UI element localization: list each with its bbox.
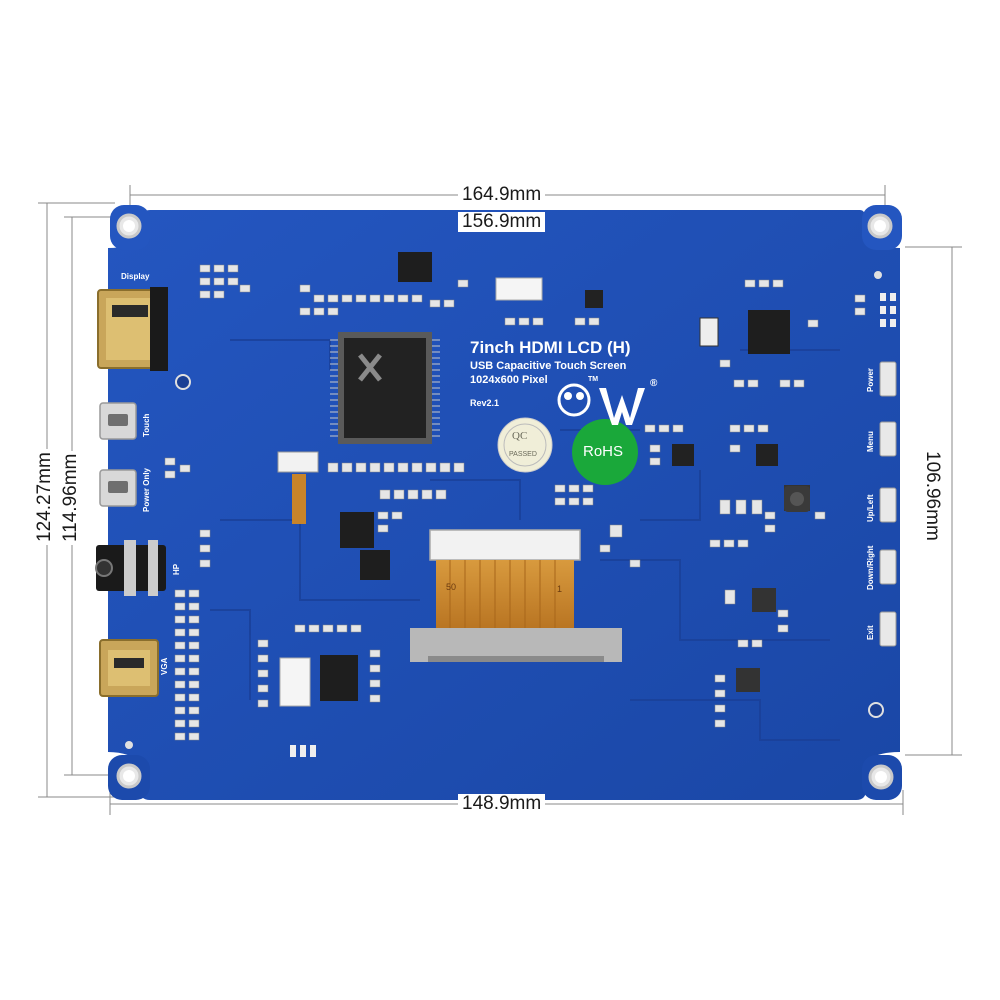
board-resolution: 1024x600 Pixel [470, 374, 548, 386]
button-label-power: Power [866, 367, 875, 392]
main-chip [330, 332, 440, 444]
touch-connector [277, 277, 543, 707]
usb-touch-port [99, 402, 137, 440]
port-label-touch: Touch [142, 413, 151, 437]
headphone-jack [95, 540, 166, 596]
connector-pin-50: 50 [446, 582, 457, 592]
rohs-sticker [572, 419, 638, 485]
qc-status: PASSED [509, 451, 537, 458]
vga-port [99, 639, 159, 697]
dim-hole-width: 156.9mm [458, 212, 546, 232]
button-label-up-left: Up/Left [866, 494, 875, 522]
dim-hole-height: 114.96mm [60, 450, 81, 545]
smd-parts [164, 264, 866, 741]
trademark: TM [588, 376, 599, 383]
port-label-hp: HP [172, 563, 181, 575]
port-label-power-only: Power Only [142, 467, 151, 512]
rohs-label: RoHS [583, 443, 624, 460]
port-label-display: Display [121, 272, 150, 281]
dim-right-height: 106.96mm [922, 448, 943, 544]
usb-power-port [99, 469, 137, 507]
button-label-exit: Exit [866, 625, 875, 640]
registered-mark: ® [650, 378, 658, 389]
dim-outer-width: 164.9mm [458, 185, 546, 205]
hdmi-display-port [97, 287, 168, 371]
button-label-down-right: Down/Right [866, 545, 875, 590]
connector-pin-1: 1 [557, 584, 563, 594]
board-subtitle: USB Capacitive Touch Screen [470, 360, 627, 372]
pcb-board [108, 205, 902, 800]
qc-label: QC [512, 430, 528, 442]
waveshare-logo [557, 383, 645, 425]
port-label-vga: VGA [160, 657, 169, 675]
board-revision: Rev2.1 [470, 398, 500, 408]
dim-bottom-width: 148.9mm [458, 794, 546, 814]
side-buttons [879, 361, 897, 647]
fpc-ribbon [410, 529, 622, 662]
inductor [784, 486, 810, 512]
qc-sticker [497, 417, 553, 473]
header-pins [290, 293, 896, 757]
dim-outer-height: 124.27mm [34, 449, 55, 545]
button-label-menu: Menu [866, 431, 875, 452]
board-title: 7inch HDMI LCD (H) [470, 338, 631, 357]
